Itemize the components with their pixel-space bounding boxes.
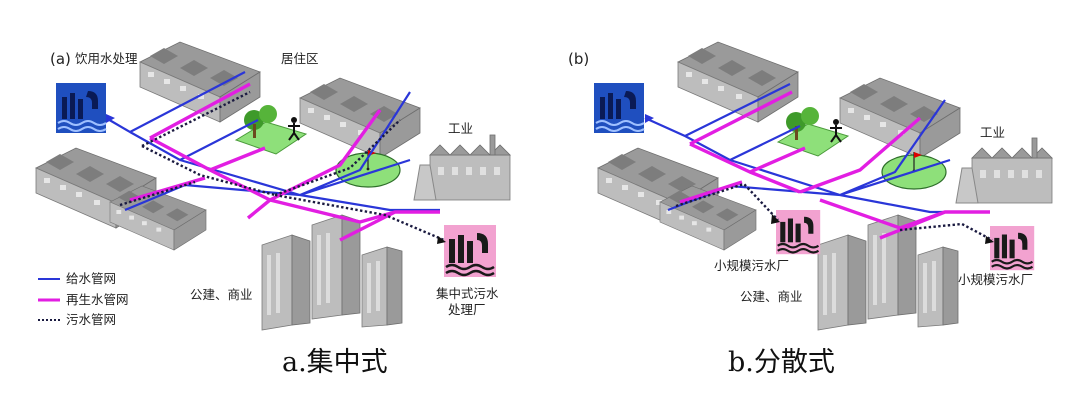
legend-label: 给水管网	[66, 271, 116, 286]
flow-arrow-icon	[645, 114, 654, 123]
wastewater-plant-icon	[988, 224, 1036, 272]
reclaimed-pipes	[679, 90, 990, 240]
factory-icon	[955, 137, 1053, 204]
drinking-water-plant-icon	[55, 82, 107, 134]
caption: b.分散式	[728, 347, 835, 378]
tree-icon	[235, 104, 307, 155]
legend-label: 污水管网	[66, 312, 116, 327]
flow-arrow-icon	[106, 114, 115, 123]
label-public-commercial: 公建、商业	[190, 287, 253, 302]
supply-pipes	[105, 71, 440, 212]
drinking-water-plant-icon	[593, 82, 645, 134]
residential-area-icon	[299, 77, 421, 159]
commercial-towers-icon	[817, 214, 959, 331]
caption: a.集中式	[282, 347, 388, 378]
label-industry: 工业	[980, 125, 1005, 140]
sewer-pipes	[119, 90, 446, 244]
label-central-wwtp: 处理厂	[448, 302, 486, 317]
label-drinking-water-treatment: 饮用水处理	[75, 51, 138, 66]
label-public-commercial: 公建、商业	[740, 289, 803, 304]
label-central-wwtp: 集中式污水	[436, 286, 499, 301]
commercial-towers-icon	[261, 214, 403, 331]
supply-pipes	[644, 83, 990, 214]
panel-tag: (a)	[50, 50, 71, 68]
panel-a: (a) 饮用水处理 居住区 工业 公建、商业 集中式污水 处理厂 给水管网 再生…	[35, 41, 511, 378]
factory-icon	[413, 134, 511, 201]
label-residential: 居住区	[281, 51, 319, 66]
panel-b: (b) 工业 小规模污水厂 公建、商业 小规模污水厂 b.分散式	[568, 41, 1053, 378]
sewer-pipes	[675, 182, 994, 244]
reclaimed-pipes	[129, 82, 440, 242]
residential-area-icon	[839, 77, 961, 159]
wastewater-plant-icon	[442, 223, 498, 279]
label-industry: 工业	[448, 121, 473, 136]
legend: 给水管网 再生水管网 污水管网	[38, 271, 129, 327]
panel-tag: (b)	[568, 50, 589, 68]
label-small-wwtp: 小规模污水厂	[714, 258, 789, 273]
legend-label: 再生水管网	[66, 292, 129, 307]
wastewater-plant-icon	[774, 208, 822, 256]
label-small-wwtp: 小规模污水厂	[958, 272, 1033, 287]
